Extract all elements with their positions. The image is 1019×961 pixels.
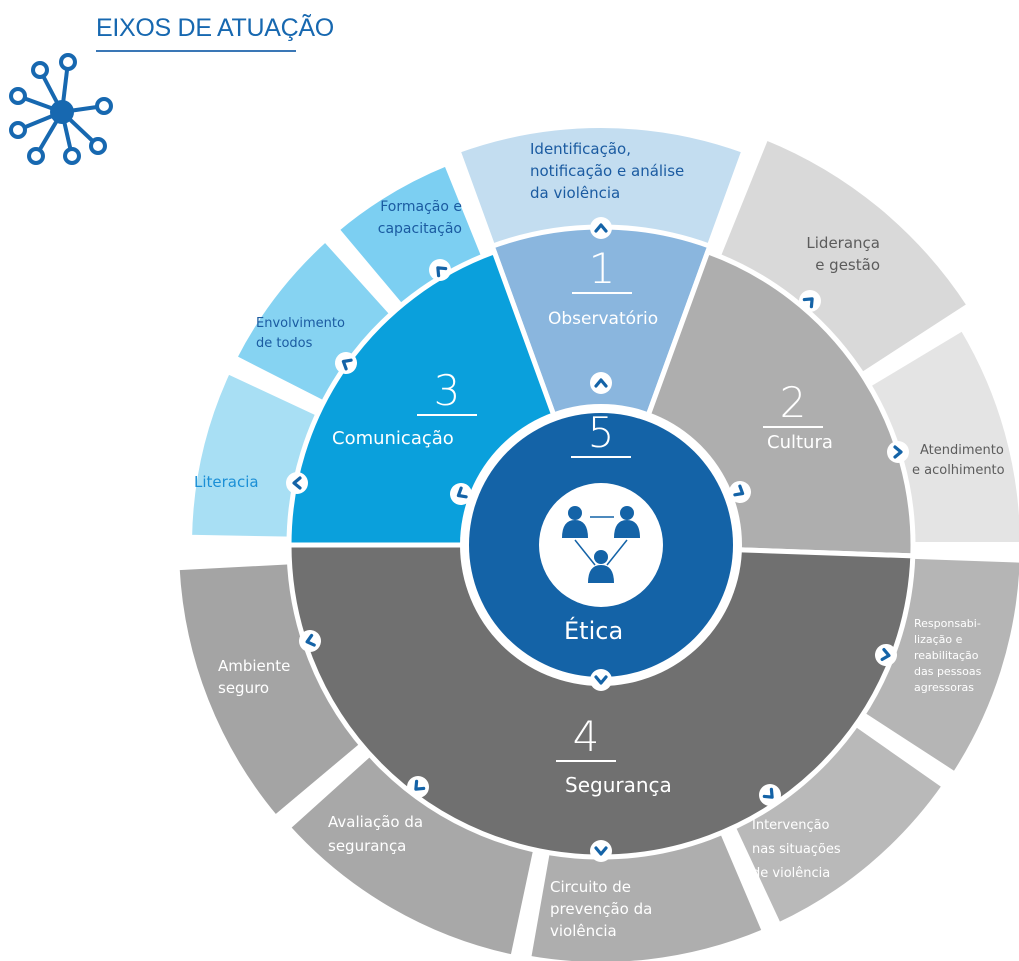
axis-2-name: Cultura [767, 432, 833, 453]
axis-5-number: 5 [571, 412, 631, 458]
axis-4-name: Segurança [565, 773, 672, 797]
axis-1-name: Observatório [548, 309, 659, 329]
axis-3-name: Comunicação [332, 428, 454, 449]
marker-circuito-chevron-icon [590, 840, 612, 862]
marker-observatorio-chevron-icon [590, 372, 612, 394]
marker-intervencao-chevron-icon [759, 784, 781, 806]
title-underline [96, 50, 296, 52]
marker-etica-chevron-icon [590, 669, 612, 691]
group-meeting-icon [562, 506, 640, 583]
marker-lideranca-chevron-icon [799, 290, 821, 312]
network-hub-icon [9, 53, 113, 165]
marker-atendimento-chevron-icon [887, 441, 909, 463]
marker-formacao-chevron-icon [429, 259, 451, 281]
axis-3-number: 3 [417, 370, 477, 416]
axis-4-number: 4 [556, 716, 616, 762]
marker-comunicacao-chevron-icon [450, 483, 472, 505]
marker-ambiente-chevron-icon [299, 630, 321, 652]
marker-identificacao-chevron-icon [590, 217, 612, 239]
marker-avaliacao-chevron-icon [407, 776, 429, 798]
page-title: EIXOS DE ATUAÇÃO [96, 14, 334, 42]
axis-5-name: Ética [564, 617, 624, 645]
petal-literacia-label: Literacia [194, 473, 259, 491]
marker-envolvimento-chevron-icon [335, 352, 357, 374]
marker-literacia-chevron-icon [286, 472, 308, 494]
axis-2-number: 2 [763, 382, 823, 428]
marker-responsabilizacao-chevron-icon [875, 644, 897, 666]
marker-cultura-chevron-icon [729, 481, 751, 503]
axis-1-number: 1 [572, 248, 632, 294]
group-icon-bg [539, 483, 663, 607]
